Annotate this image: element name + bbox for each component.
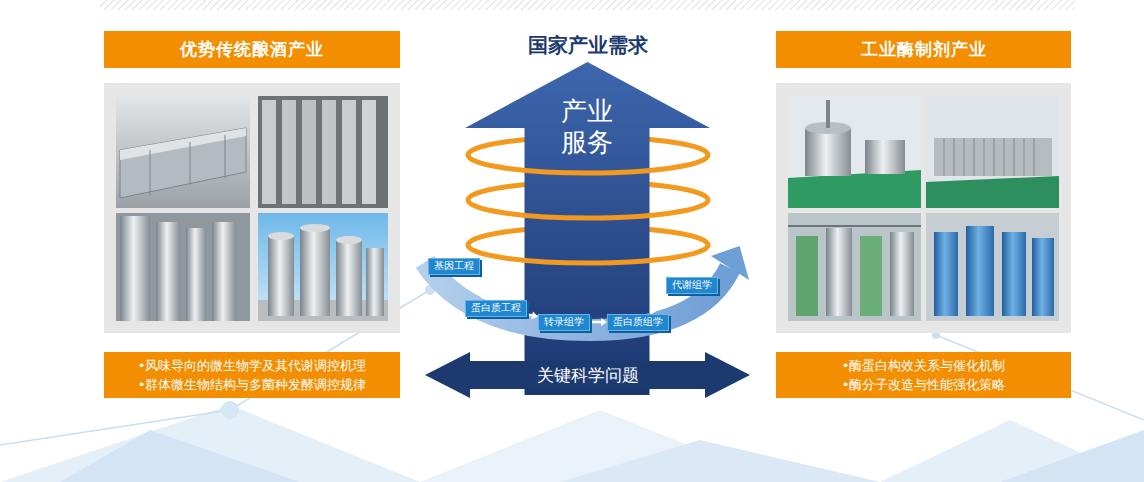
photo-blue-reactors (926, 213, 1059, 321)
arrow-body (465, 62, 710, 395)
photo-panel (776, 83, 1071, 333)
photo-filter-press (926, 96, 1059, 208)
double-arrow-body (425, 352, 750, 398)
step-connector (650, 294, 679, 314)
node-label: •风味导向的微生物学及其代谢调控机理 (138, 356, 367, 375)
hatch-bar (100, 0, 1075, 10)
diagram-title: 国家产业需求 (438, 33, 738, 57)
step-connector (590, 318, 607, 326)
node-label: 工业酶制剂产业 (861, 38, 987, 61)
text-column: •风味导向的微生物学及其代谢调控机理•群体微生物结构与多菌种发酵调控规律 (138, 356, 367, 394)
text-column: •酶蛋白构效关系与催化机制•酶分子改造与性能强化策略 (842, 356, 1006, 394)
arrowhead (672, 294, 679, 301)
method-step-box: 基因工程 (428, 258, 480, 275)
photo-silos (258, 213, 388, 321)
industry-header: 优势传统酿酒产业 (104, 31, 400, 68)
photo-steel-tanks (116, 213, 250, 321)
node-label: •酶蛋白构效关系与催化机制 (842, 356, 1006, 375)
photo-brewing-machine (116, 96, 250, 208)
photo-brewing-hall (258, 96, 388, 208)
photo-enzyme-workshop (788, 96, 921, 208)
photo-panel (104, 83, 400, 333)
photo-fermenters (788, 213, 921, 321)
band-label-holder: 关键科学问题 (425, 352, 750, 398)
node-label: •群体微生物结构与多菌种发酵调控规律 (138, 375, 367, 394)
connector-line (463, 275, 484, 296)
method-step-box: 蛋白质工程 (465, 300, 527, 317)
industry-header: 工业酶制剂产业 (776, 31, 1071, 68)
upward-arrow: 产业 服务 (465, 62, 710, 395)
node-label: •酶分子改造与性能强化策略 (842, 375, 1006, 394)
node-label: 关键科学问题 (537, 365, 639, 385)
node-label: 蛋白质组学 (613, 316, 663, 328)
method-step-box: 蛋白质组学 (607, 314, 669, 331)
method-step-box: 代谢组学 (666, 277, 718, 294)
arrow-label-holder: 产业 服务 (465, 96, 710, 158)
node-label: 转录组学 (544, 316, 584, 328)
arrowhead (480, 292, 487, 299)
node-label: 蛋白质工程 (471, 302, 521, 314)
connector-line (590, 321, 602, 324)
node-label: 代谢组学 (672, 279, 712, 291)
connector-line (650, 296, 675, 313)
research-topic-box: •风味导向的微生物学及其代谢调控机理•群体微生物结构与多菌种发酵调控规律 (104, 352, 400, 398)
step-connector (527, 312, 538, 320)
node-label: 基因工程 (434, 260, 474, 272)
node-label: 产业 服务 (558, 96, 618, 158)
method-step-box: 转录组学 (538, 314, 590, 331)
step-connector (463, 275, 488, 300)
arrowhead (531, 312, 538, 320)
double-arrow-band: 关键科学问题 (425, 352, 750, 398)
node-label: 优势传统酿酒产业 (180, 38, 324, 61)
research-topic-box: •酶蛋白构效关系与催化机制•酶分子改造与性能强化策略 (776, 352, 1071, 398)
